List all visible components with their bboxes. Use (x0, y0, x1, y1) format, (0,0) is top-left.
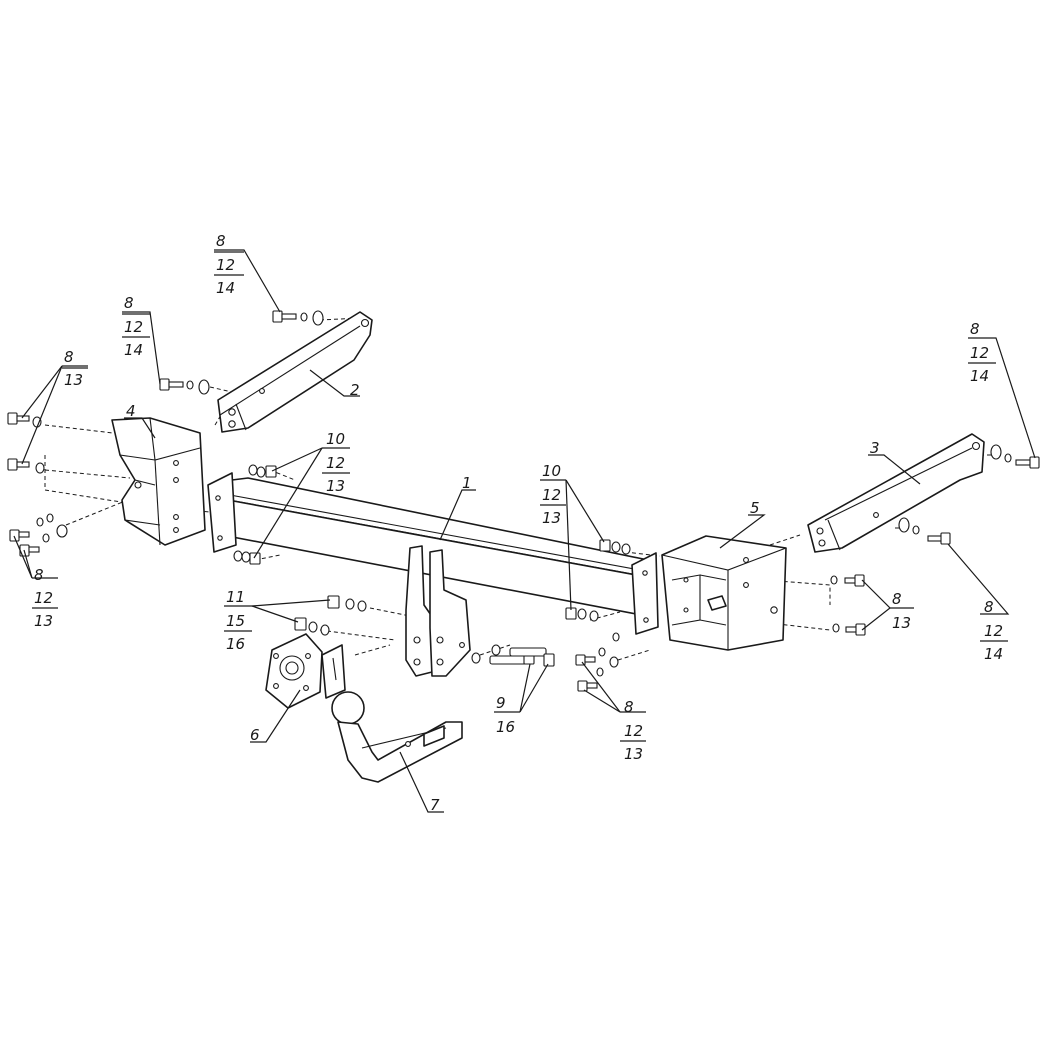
svg-text:8: 8 (970, 320, 980, 338)
callout-nut-socket: 11 15 16 (226, 588, 245, 653)
callout-labels: 1 2 3 4 5 6 7 8 12 14 8 12 14 8 13 8 12 … (34, 232, 1003, 814)
svg-text:8: 8 (216, 232, 226, 250)
svg-text:9: 9 (496, 694, 506, 712)
callout-bolt-right-top: 8 12 14 (970, 320, 989, 385)
callout-2: 2 (350, 381, 360, 399)
callout-bolt-ball: 9 16 (496, 694, 515, 736)
callout-nut-center: 10 12 13 (542, 462, 561, 527)
svg-text:14: 14 (970, 367, 989, 385)
callout-6: 6 (250, 726, 260, 744)
left-side-arm (217, 311, 373, 433)
svg-text:14: 14 (216, 279, 235, 297)
svg-text:8: 8 (984, 598, 994, 616)
svg-text:8: 8 (64, 348, 74, 366)
left-bracket (111, 417, 206, 546)
svg-text:8: 8 (124, 294, 134, 312)
svg-text:13: 13 (624, 745, 643, 763)
right-bracket (661, 535, 787, 651)
callout-4: 4 (126, 402, 136, 420)
svg-text:13: 13 (34, 612, 53, 630)
svg-text:8: 8 (892, 590, 902, 608)
callout-bolt-top-a: 8 12 14 (216, 232, 235, 297)
callout-bolt-right-mid: 8 13 (892, 590, 911, 632)
svg-text:16: 16 (226, 635, 245, 653)
callout-underlines (32, 251, 1008, 742)
svg-text:14: 14 (984, 645, 1003, 663)
svg-text:13: 13 (326, 477, 345, 495)
svg-text:8: 8 (34, 566, 44, 584)
svg-text:13: 13 (64, 371, 83, 389)
svg-text:12: 12 (542, 486, 561, 504)
svg-text:8: 8 (624, 698, 634, 716)
callout-5: 5 (750, 499, 760, 517)
callout-bolt-center-low: 8 12 13 (624, 698, 643, 763)
svg-text:10: 10 (326, 430, 345, 448)
callout-bolt-left-bottom: 8 12 13 (34, 566, 53, 630)
svg-text:12: 12 (624, 722, 643, 740)
svg-text:13: 13 (542, 509, 561, 527)
cross-beam (207, 472, 659, 677)
right-side-arm (807, 433, 985, 553)
callout-7: 7 (430, 796, 440, 814)
svg-text:11: 11 (226, 588, 245, 606)
callout-3: 3 (870, 439, 880, 457)
callout-bolt-top-b: 8 12 14 (124, 294, 143, 359)
callout-bolt-left-top: 8 13 (64, 348, 83, 389)
svg-text:12: 12 (34, 589, 53, 607)
leader-lines (13, 249, 1036, 813)
svg-text:12: 12 (216, 256, 235, 274)
callout-bolt-right-low: 8 12 14 (984, 598, 1003, 663)
svg-text:14: 14 (124, 341, 143, 359)
svg-text:16: 16 (496, 718, 515, 736)
callout-nut-left: 10 12 13 (326, 430, 345, 495)
callout-1: 1 (462, 474, 472, 492)
svg-text:15: 15 (226, 612, 245, 630)
svg-text:12: 12 (326, 454, 345, 472)
svg-text:12: 12 (970, 344, 989, 362)
svg-text:12: 12 (124, 318, 143, 336)
svg-text:10: 10 (542, 462, 561, 480)
tow-ball (331, 691, 463, 783)
svg-text:13: 13 (892, 614, 911, 632)
fasteners (7, 310, 1040, 692)
svg-text:12: 12 (984, 622, 1003, 640)
socket-plate (265, 633, 346, 709)
